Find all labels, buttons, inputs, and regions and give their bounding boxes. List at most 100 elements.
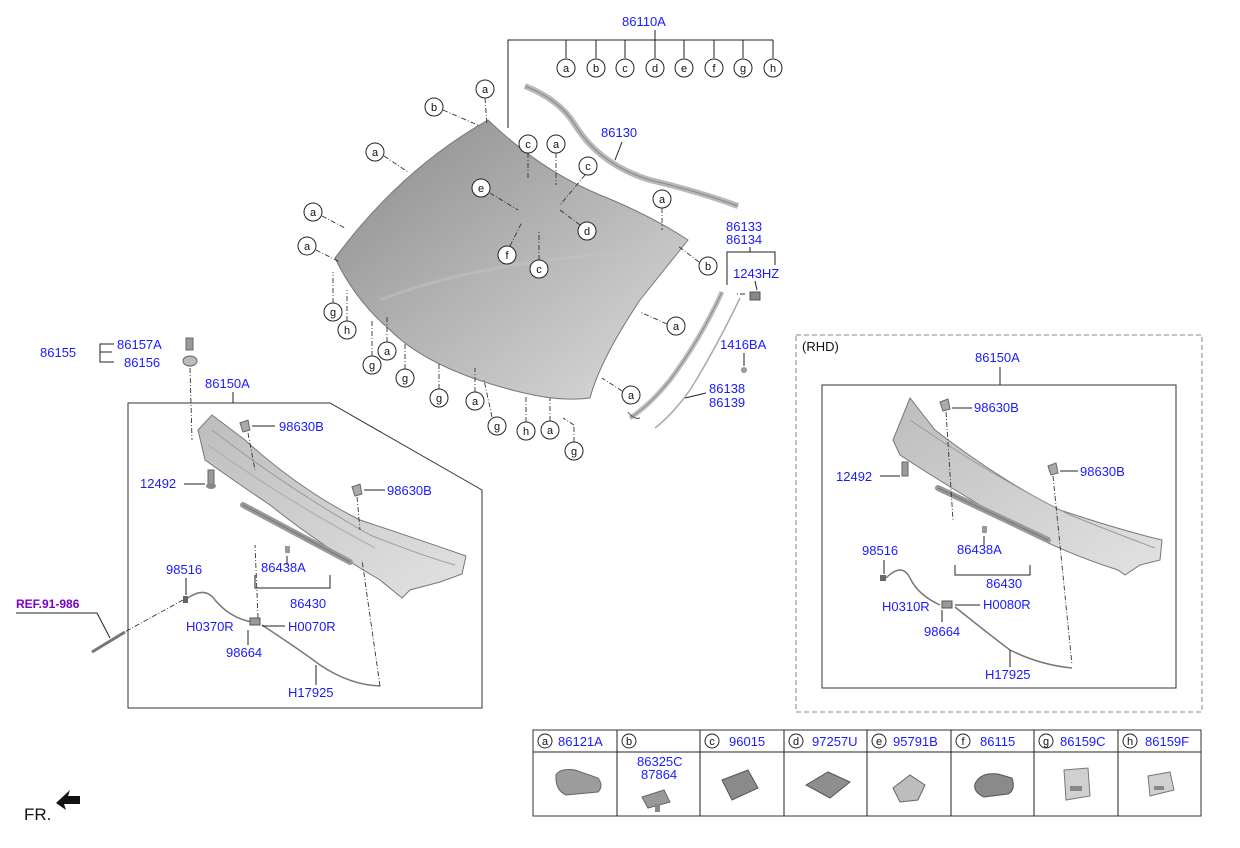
part-number-86155[interactable]: 86155 [40,345,76,360]
side-molding [627,247,776,429]
legend-cell-b[interactable]: b 86325C 87864 [621,733,683,812]
callout-a: a [659,194,666,206]
letter-b: b [593,63,599,75]
callout-c: c [536,264,542,276]
part-thumbnail [804,771,851,799]
front-label: FR. [24,805,51,824]
part-number-86133[interactable]: 86133 [726,219,762,234]
legend-letter: g [1043,736,1049,748]
part-number-98664[interactable]: 98664 [226,645,262,660]
rhd-part-number-98630b-2[interactable]: 98630B [1080,464,1125,479]
reference-label[interactable]: REF.91-986 [16,597,80,611]
rhd-cowl-box [821,384,1177,689]
part-thumbnail [892,774,926,803]
rhd-part-number-98516[interactable]: 98516 [862,543,898,558]
part-number-98630b[interactable]: 98630B [279,419,324,434]
callout-a: a [472,396,479,408]
legend-letter: d [793,736,799,748]
legend-cell-d[interactable]: d 97257U [788,733,858,799]
rhd-dashed-box [795,334,1203,713]
legend-cell-f[interactable]: f 86115 [955,733,1015,798]
part-number-86150a[interactable]: 86150A [205,376,250,391]
callout-b: b [431,102,437,114]
reference-link[interactable]: REF.91-986 [16,597,126,654]
cowl-group-bracket [99,337,198,441]
legend-cell-c[interactable]: c 96015 [704,733,765,801]
callout-a: a [673,321,680,333]
callout-a: a [547,425,554,437]
assembly-letter-row: a b c d e f g h [556,58,783,78]
rhd-cowl-panel [892,397,1163,576]
legend-cell-a[interactable]: a 86121A [537,733,603,796]
callout-a: a [482,84,489,96]
legend-letter: c [709,736,715,748]
rhd-part-number-86438a[interactable]: 86438A [957,542,1002,557]
rhd-part-number-12492[interactable]: 12492 [836,469,872,484]
part-number-86156[interactable]: 86156 [124,355,160,370]
part-thumbnail [1147,771,1175,797]
legend-part-number: 86325C [637,754,683,769]
lhd-cowl-panel [197,414,467,599]
rhd-part-number-h17925[interactable]: H17925 [985,667,1031,682]
legend-letter: a [542,736,549,748]
part-number-86130[interactable]: 86130 [601,125,637,140]
legend-cell-e[interactable]: e 95791B [871,733,938,803]
legend-part-number: 95791B [893,734,938,749]
legend-part-number: 96015 [729,734,765,749]
legend-part-number: 86121A [558,734,603,749]
rhd-part-number-h0310r[interactable]: H0310R [882,599,930,614]
part-number-86110a[interactable]: 86110A [622,14,666,29]
legend-letter: f [961,736,965,748]
front-arrow-icon [56,790,80,810]
rhd-part-number-86150a[interactable]: 86150A [975,350,1020,365]
letter-f: f [712,63,716,75]
lhd-clips [239,419,385,531]
part-number-98516[interactable]: 98516 [166,562,202,577]
part-number-h0070r[interactable]: H0070R [288,619,336,634]
part-thumbnail [1063,767,1091,801]
part-number-86430[interactable]: 86430 [290,596,326,611]
part-number-h17925[interactable]: H17925 [288,685,334,700]
part-number-86134[interactable]: 86134 [726,232,762,247]
part-number-12492[interactable]: 12492 [140,476,176,491]
callout-c: c [525,139,531,151]
part-thumbnail [555,769,602,796]
callout-a: a [304,241,311,253]
rhd-part-number-86430[interactable]: 86430 [986,576,1022,591]
part-number-86139[interactable]: 86139 [709,395,745,410]
lhd-screw [184,469,216,489]
callout-a: a [310,207,317,219]
part-number-h0370r[interactable]: H0370R [186,619,234,634]
legend-letter: b [626,736,632,748]
part-number-1243hz[interactable]: 1243HZ [733,266,779,281]
callout-b: b [705,261,711,273]
rhd-part-number-98630b[interactable]: 98630B [974,400,1019,415]
legend-part-number: 86115 [980,734,1015,749]
part-thumbnail-stem [655,804,660,812]
part-number-86438a[interactable]: 86438A [261,560,306,575]
callout-g: g [402,373,408,385]
callout-d: d [584,226,590,238]
assembly-bracket [507,30,774,128]
rhd-part-number-h0080r[interactable]: H0080R [983,597,1031,612]
part-number-86138[interactable]: 86138 [709,381,745,396]
part-thumbnail-slot [1070,786,1082,791]
letter-g: g [740,63,746,75]
callout-c: c [585,161,591,173]
part-number-98630b-2[interactable]: 98630B [387,483,432,498]
legend-cell-h[interactable]: h 86159F [1122,733,1189,797]
legend-cell-g[interactable]: g 86159C [1038,733,1106,801]
part-number-86157a[interactable]: 86157A [117,337,162,352]
letter-d: d [652,63,658,75]
part-thumbnail [974,773,1014,798]
front-direction-indicator: FR. [24,790,80,824]
lhd-cowl-box [127,392,483,709]
part-thumbnail-slot [1154,786,1164,790]
part-number-1416ba[interactable]: 1416BA [720,337,767,352]
callout-f: f [505,250,509,262]
callout-a: a [384,346,391,358]
rhd-part-number-98664[interactable]: 98664 [924,624,960,639]
part-thumbnail [641,789,671,809]
callout-h: h [523,426,529,438]
